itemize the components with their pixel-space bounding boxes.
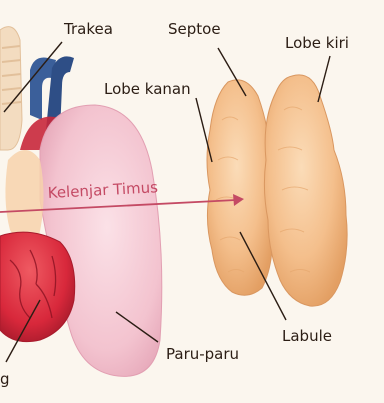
lobule-label: Labule: [282, 327, 332, 345]
trachea-label: Trakea: [63, 20, 113, 38]
thymus-midline-shape: [5, 150, 43, 243]
right-lobe-label: Lobe kanan: [104, 80, 191, 98]
septum-label: Septoe: [168, 20, 221, 38]
trachea-shape: [0, 27, 22, 150]
lung-label: Paru-paru: [166, 345, 239, 363]
heart-label: g: [0, 370, 10, 388]
left-lobe-label: Lobe kiri: [285, 34, 349, 52]
thymus-right-lobe-shape: [207, 80, 273, 295]
